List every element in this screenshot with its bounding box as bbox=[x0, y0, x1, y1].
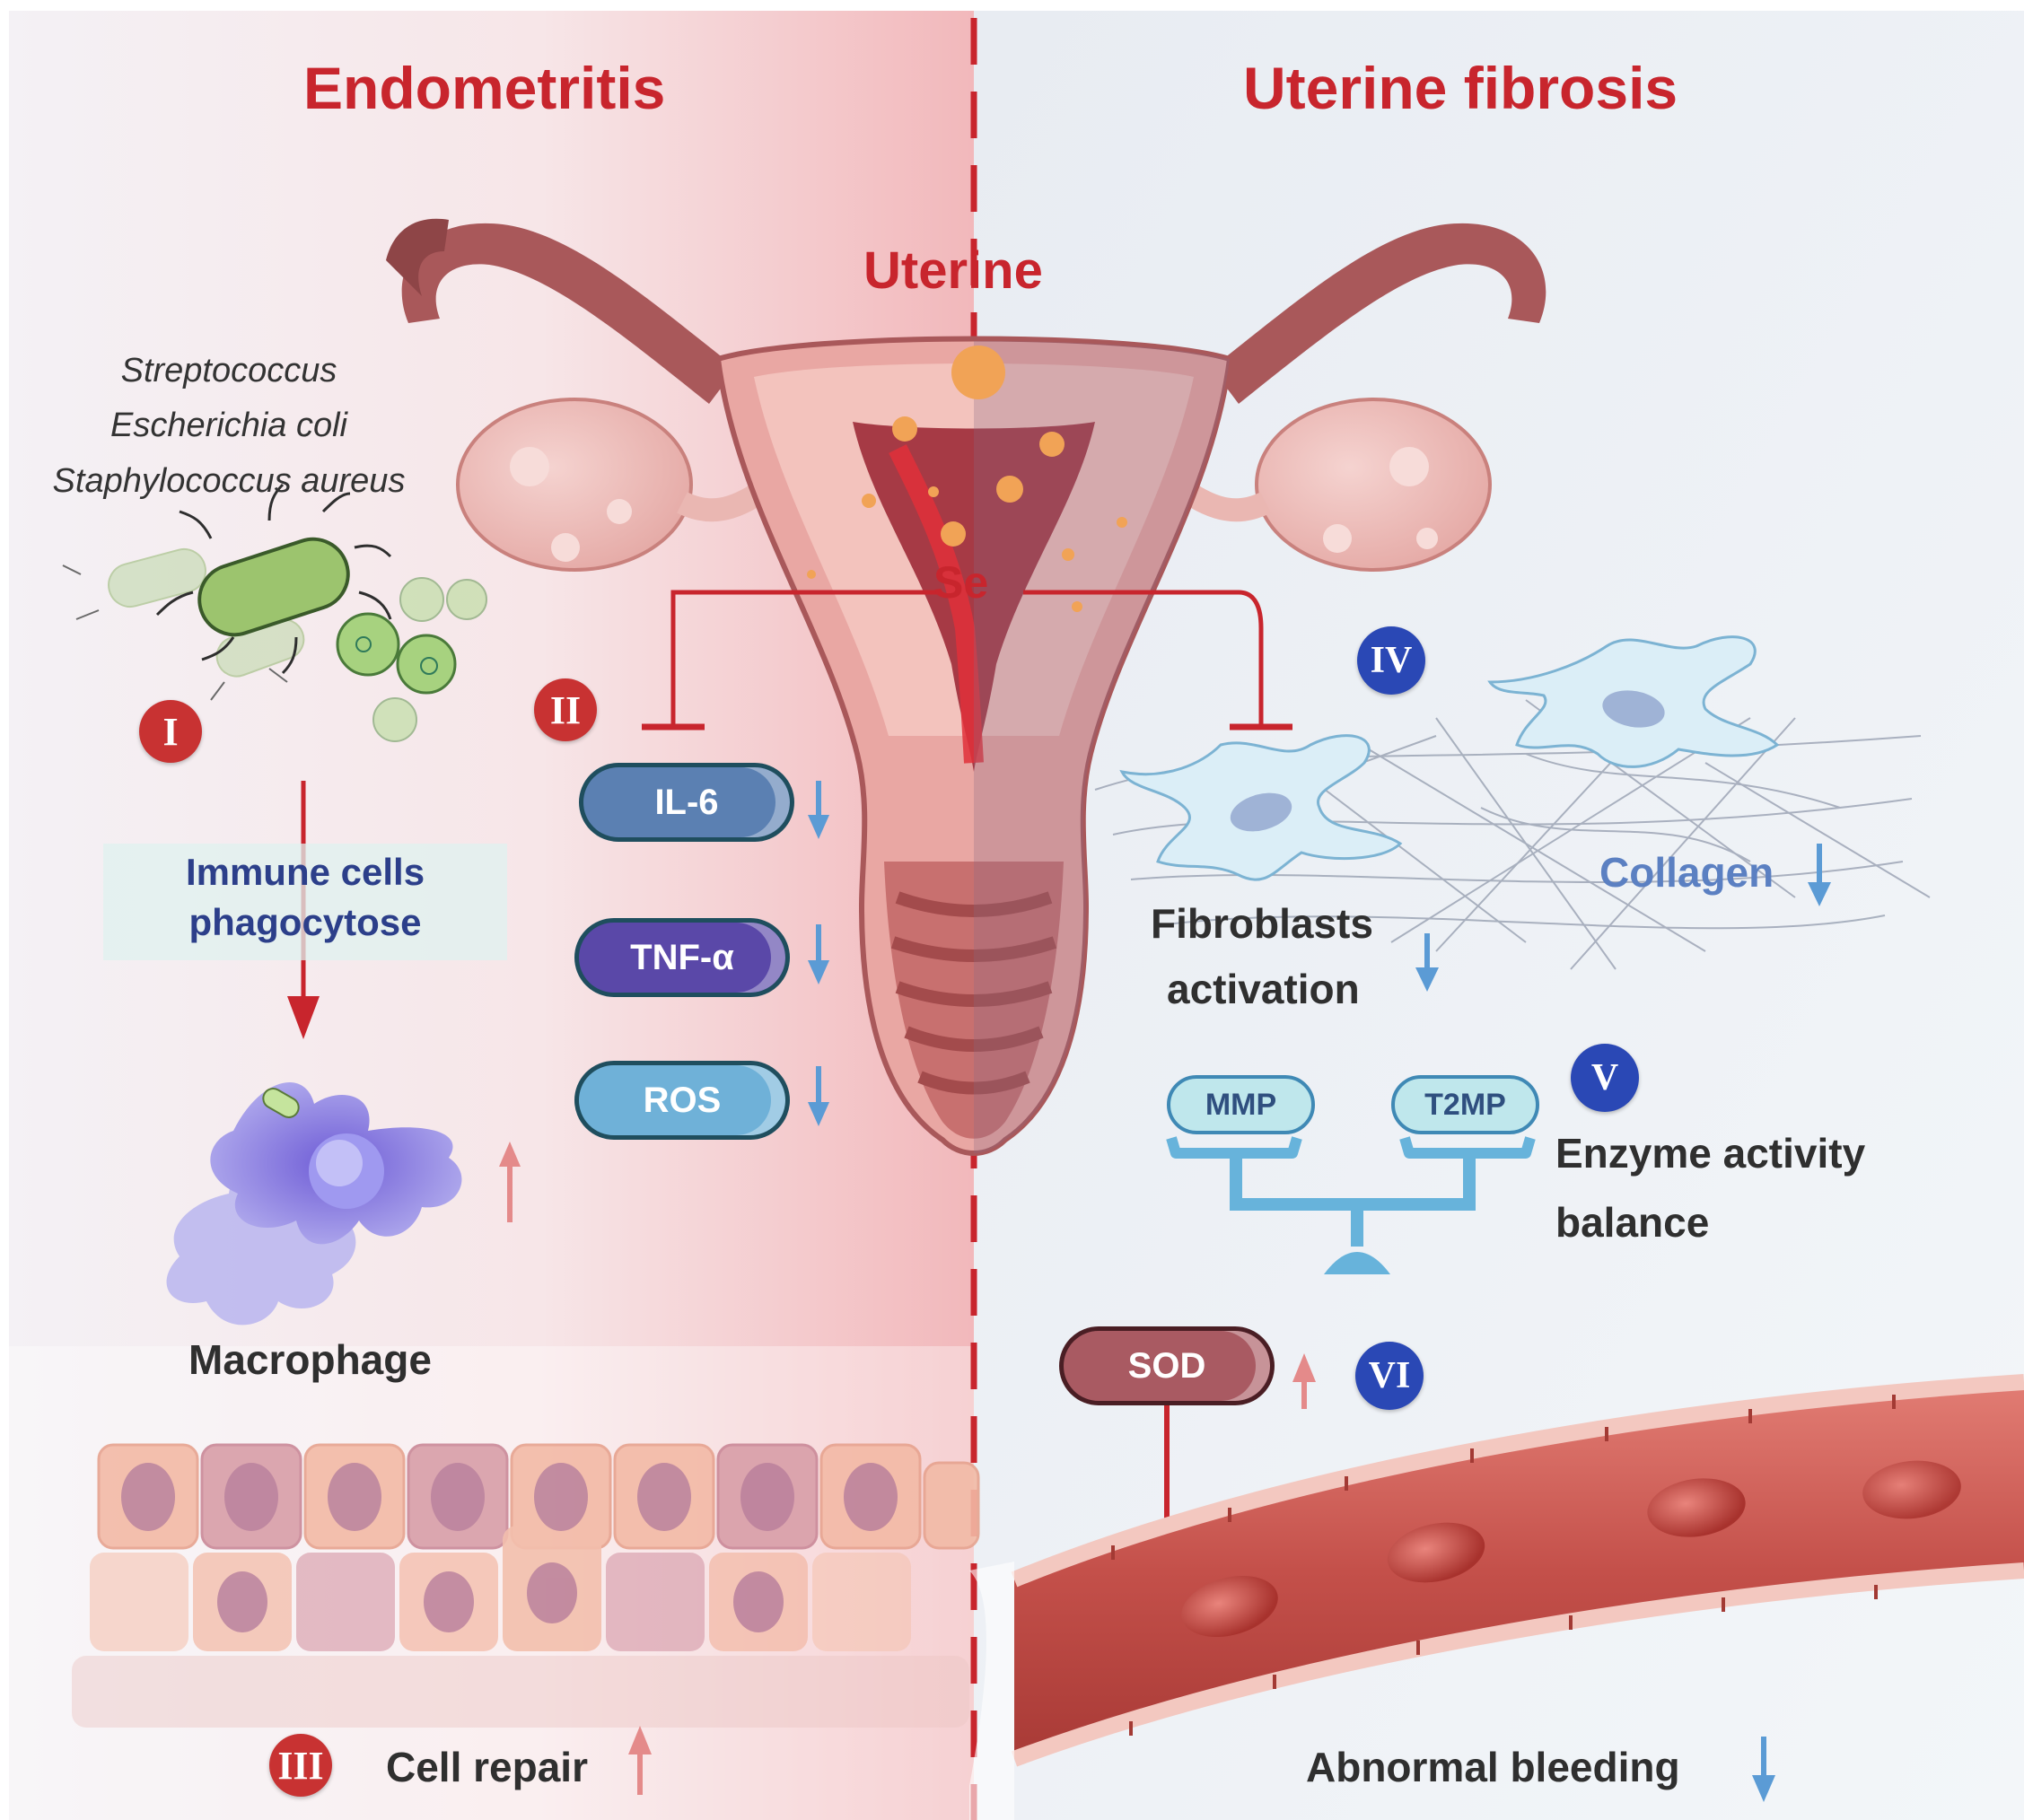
badge-i: I bbox=[139, 700, 202, 763]
epithelial-cells bbox=[72, 1443, 980, 1728]
cell-repair-label: Cell repair bbox=[386, 1744, 588, 1790]
immune-cells-text: Immune cells bbox=[185, 851, 425, 893]
collagen-label: Collagen bbox=[1599, 849, 1774, 896]
ros-down-arrow bbox=[808, 1102, 829, 1126]
phagocytose-text: phagocytose bbox=[188, 901, 422, 943]
endometritis-title: Endometritis bbox=[303, 55, 666, 121]
il6-pill: IL-6 bbox=[579, 763, 794, 842]
sod-pill: SOD bbox=[1059, 1326, 1275, 1405]
bacteria-name-1: Streptococcus bbox=[120, 352, 337, 389]
fibroblast-cells bbox=[1119, 635, 1780, 881]
ros-pill: ROS bbox=[574, 1061, 790, 1140]
t2mp-pill: T2MP bbox=[1391, 1075, 1539, 1134]
bacteria-name-2: Escherichia coli bbox=[110, 407, 347, 444]
bacteria-illustration bbox=[62, 483, 487, 742]
enzyme-activity-label: Enzyme activity bbox=[1555, 1130, 1866, 1177]
uterine-label: Uterine bbox=[863, 241, 1043, 300]
mmp-pill: MMP bbox=[1167, 1075, 1315, 1134]
tnf-down-arrow bbox=[808, 960, 829, 984]
enzyme-balance-scale bbox=[1166, 1136, 1536, 1274]
fibroblasts-label: Fibroblasts bbox=[1151, 900, 1373, 947]
badge-v: V bbox=[1571, 1044, 1639, 1112]
abnormal-bleeding-label: Abnormal bleeding bbox=[1306, 1744, 1680, 1790]
badge-iii: III bbox=[269, 1734, 332, 1797]
uterine-fibrosis-title: Uterine fibrosis bbox=[1243, 55, 1678, 121]
direction-arrows bbox=[499, 781, 1831, 1802]
tnf-alpha-pill: TNF-α bbox=[574, 918, 790, 997]
balance-label: balance bbox=[1555, 1199, 1710, 1246]
activation-label: activation bbox=[1167, 966, 1360, 1012]
se-inhibition-lines bbox=[642, 590, 1292, 731]
badge-ii: II bbox=[534, 678, 597, 741]
bacteria-name-3: Staphylococcus aureus bbox=[52, 462, 406, 500]
uterus-illustration bbox=[386, 218, 1546, 1156]
se-label: Se bbox=[933, 557, 989, 608]
il6-down-arrow bbox=[808, 815, 829, 839]
badge-vi: VI bbox=[1355, 1342, 1424, 1410]
macrophage-label: Macrophage bbox=[188, 1336, 432, 1383]
badge-iv: IV bbox=[1357, 626, 1425, 695]
blood-vessel bbox=[969, 1374, 2024, 1820]
macrophage-illustration bbox=[166, 1082, 462, 1326]
